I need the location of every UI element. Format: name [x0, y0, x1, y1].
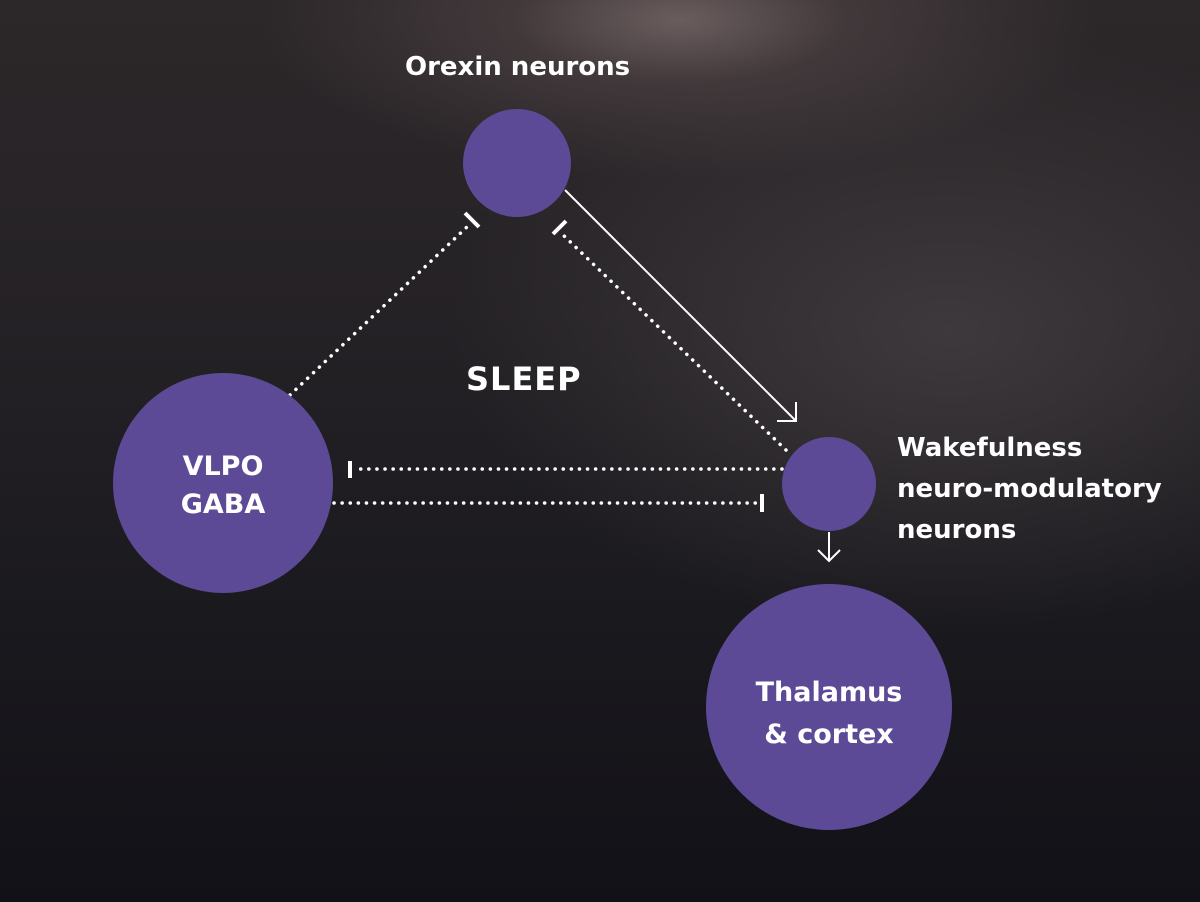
arrowhead-icon	[817, 549, 841, 563]
thalamus-label-line2: & cortex	[764, 719, 894, 750]
arrowhead-icon	[777, 402, 797, 422]
orexin-to-wake-arrow	[564, 189, 796, 421]
orexin-node	[463, 109, 571, 217]
wake-label-line3: neurons	[897, 515, 1017, 545]
orexin-label: Orexin neurons	[405, 52, 631, 82]
thalamus-label: Thalamus & cortex	[729, 672, 929, 756]
inhibition-bar	[463, 211, 481, 229]
thalamus-label-line1: Thalamus	[755, 677, 903, 708]
vlpo-label-line1: VLPO	[182, 451, 264, 482]
vlpo-to-orexin-inhibition	[288, 224, 470, 397]
wake-to-orexin-inhibition	[558, 230, 788, 452]
wake-label-line1: Wakefulness	[897, 433, 1083, 463]
wake-label-line2: neuro-modulatory	[897, 474, 1162, 504]
inhibition-bar	[551, 219, 568, 236]
vlpo-node	[113, 373, 333, 593]
thalamus-node	[706, 584, 952, 830]
vlpo-label: VLPO GABA	[143, 450, 303, 522]
sleep-title: SLEEP	[466, 360, 582, 398]
wake-label: Wakefulness neuro-modulatory neurons	[897, 428, 1162, 551]
wake-node	[782, 437, 876, 531]
vlpo-label-line2: GABA	[180, 489, 266, 520]
